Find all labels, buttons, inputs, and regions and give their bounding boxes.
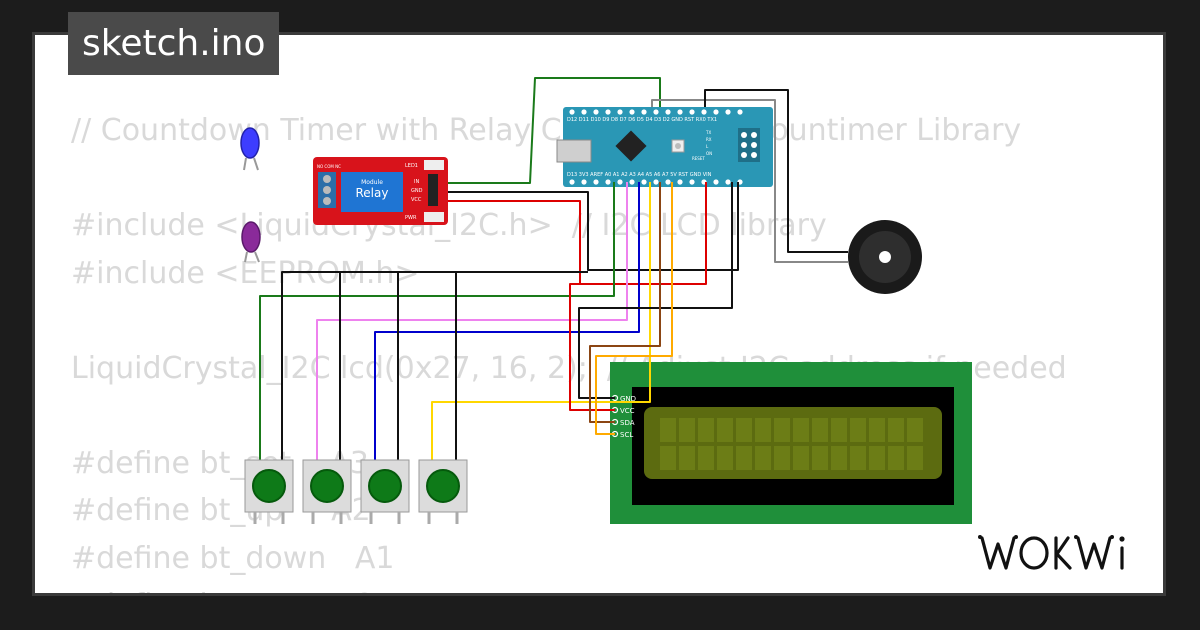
lcd-pin-vcc: VCC xyxy=(620,407,635,415)
arduino-nano[interactable]: D12 D11 D10 D9 D8 D7 D6 D5 D4 D3 D2 GND … xyxy=(556,107,773,187)
lcd-display[interactable]: GND VCC SDA SCL xyxy=(610,362,972,524)
wire-gray-buzzer xyxy=(651,99,848,263)
lcd-pin-gnd: GND xyxy=(620,395,636,403)
wire-black-relay-gnd xyxy=(448,182,739,271)
purple-led[interactable] xyxy=(241,221,261,263)
nano-reset-label: RESET xyxy=(692,156,705,161)
wire-red-relay-vcc xyxy=(448,182,707,285)
wires xyxy=(259,77,848,462)
nano-rx-label: RX xyxy=(706,137,712,142)
wire-green-button-set xyxy=(259,182,615,462)
relay-module[interactable]: Relay Module LED1 PWR IN GND VCC NO COM … xyxy=(313,157,448,225)
nano-l-label: L xyxy=(706,144,709,149)
buzzer[interactable] xyxy=(848,220,922,294)
button-start[interactable] xyxy=(418,459,468,524)
wire-green-relay-in xyxy=(448,77,661,184)
relay-subtitle: Module xyxy=(361,179,383,186)
wire-black-buzzer xyxy=(704,89,848,253)
blue-led[interactable] xyxy=(240,127,260,171)
wire-blue-button-down xyxy=(374,182,640,462)
nano-top-pin-labels: D12 D11 D10 D9 D8 D7 D6 D5 D4 D3 D2 GND … xyxy=(567,117,717,123)
wire-black-buttons-gnd xyxy=(281,271,588,462)
wire-orange-lcd-scl xyxy=(595,182,673,435)
button-set[interactable] xyxy=(244,459,294,524)
button-up[interactable] xyxy=(302,459,352,524)
nano-on-label: ON xyxy=(706,151,712,156)
sketch-file-tab[interactable]: sketch.ino xyxy=(68,12,280,75)
wire-brown-lcd-sda xyxy=(589,182,661,423)
relay-title: Relay xyxy=(356,186,389,200)
wokwi-logo xyxy=(976,530,1156,576)
wire-red-lcd-vcc xyxy=(569,283,615,411)
wire-gold-button-start xyxy=(431,182,651,462)
nano-bottom-pin-labels: D13 3V3 AREF A0 A1 A2 A3 A4 A5 A6 A7 5V … xyxy=(567,172,712,178)
nano-tx-label: TX xyxy=(705,130,711,135)
wire-violet-button-up xyxy=(316,182,628,462)
lcd-pin-sda: SDA xyxy=(620,419,635,427)
relay-pin-in: IN xyxy=(414,179,419,185)
relay-pin-gnd: GND xyxy=(411,188,423,194)
relay-pwr-label: PWR xyxy=(405,215,417,221)
relay-led-label: LED1 xyxy=(405,163,418,169)
relay-terminal-labels: NO COM NC xyxy=(317,164,341,169)
lcd-pin-scl: SCL xyxy=(620,431,633,439)
button-down[interactable] xyxy=(360,459,410,524)
relay-pin-vcc: VCC xyxy=(411,197,422,203)
